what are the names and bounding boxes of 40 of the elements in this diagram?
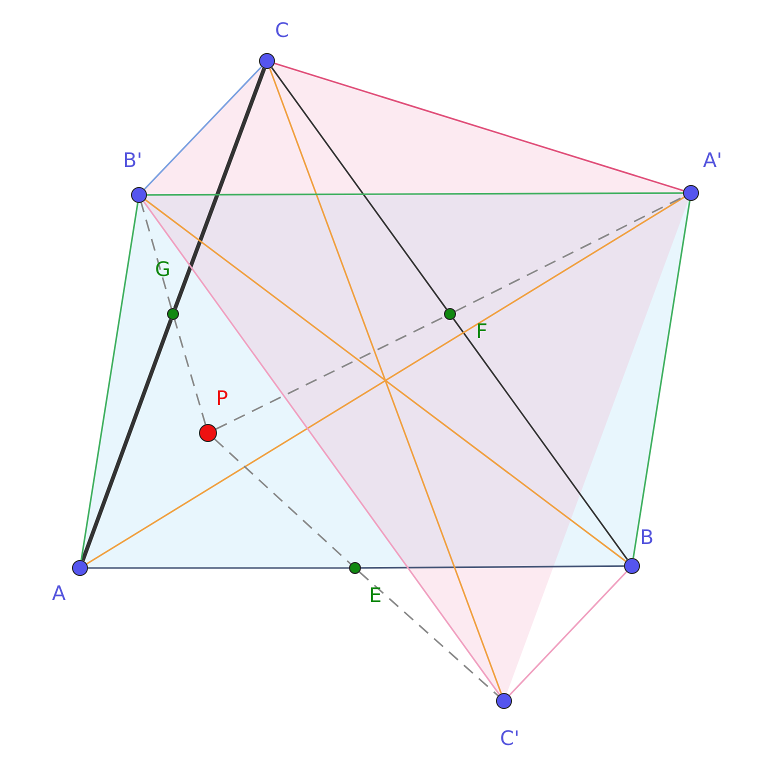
point [624,558,640,574]
line-segment [174,320,206,425]
line-segment [632,200,691,558]
point-label: G [155,258,170,280]
line-segment [358,571,499,696]
line-segment [88,567,349,569]
line-segment [508,571,628,696]
line-segment [274,62,684,192]
line-segment [80,318,173,562]
line-segment [80,202,139,560]
line-segment [214,438,352,565]
point [683,185,699,201]
line-segment [140,202,172,308]
line-segment [269,68,502,694]
point [167,308,179,320]
point [72,560,88,576]
line-segment [144,199,626,562]
line-segment [144,66,262,190]
point [199,424,217,442]
point-label: A' [703,149,722,171]
line-segment [216,316,445,430]
point-label: B' [123,149,142,171]
point-label: F [476,320,488,342]
line-segment [452,318,628,560]
point [444,308,456,320]
point [259,53,275,69]
point-label: C [275,19,289,41]
point-label: E [369,584,382,606]
point-label: A [52,582,66,604]
point [496,693,512,709]
line-segment [173,68,266,310]
point [131,187,147,203]
point-label: C' [500,727,520,749]
point [349,562,361,574]
point-label: P [216,387,228,409]
point-label: B [640,526,654,548]
line-segment [143,201,500,695]
line-segment [361,565,624,569]
line-segment [147,192,683,196]
line-segment [271,67,448,310]
